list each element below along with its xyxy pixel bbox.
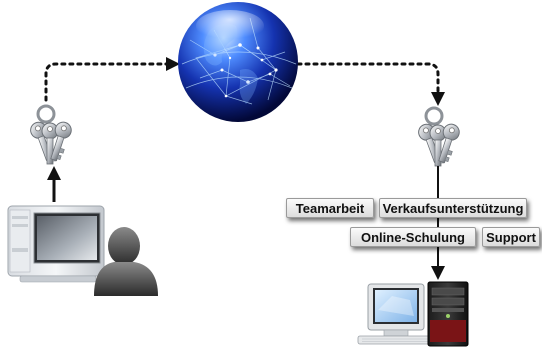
imac-computer-icon [7,205,105,283]
arrowhead-up-icon [47,166,61,180]
globe-icon [178,2,298,122]
arrowhead-down-icon [431,266,445,280]
label-support: Support [482,227,540,247]
keys-icon [30,104,72,165]
keys-icon [418,106,460,167]
label-verkaufsunterstuetzung: Verkaufsunterstützung [379,198,527,218]
arrowhead-to-right-keys-icon [431,92,445,106]
label-online-schulung: Online-Schulung [350,227,476,247]
dotted-connector-left [44,62,168,102]
person-silhouette-icon [94,227,158,296]
desktop-pc-icon [357,281,469,347]
label-teamarbeit: Teamarbeit [286,198,374,218]
arrowhead-to-globe-icon [166,57,180,71]
dotted-connector-right [296,62,440,96]
